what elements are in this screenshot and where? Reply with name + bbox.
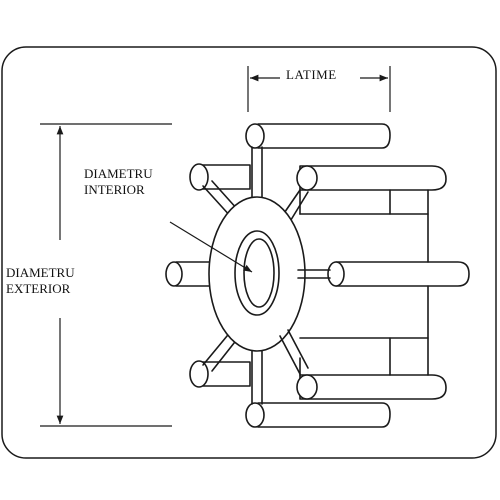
vane-bottom-right [296, 374, 447, 400]
outer-diameter-label-line2: EXTERIOR [6, 281, 71, 296]
inner-diameter-arrow [169, 221, 253, 273]
inner-diameter-label-line2: INTERIOR [84, 182, 145, 197]
inner-diameter-label: DIAMETRU INTERIOR [84, 166, 153, 198]
impeller [165, 123, 470, 428]
vane-right [297, 261, 470, 287]
bore [234, 230, 280, 316]
vane-top [245, 123, 391, 206]
width-label: LATIME [286, 67, 337, 82]
width-dimension [247, 66, 391, 112]
vane-left [165, 261, 213, 287]
vane-bottom [245, 317, 391, 428]
vane-bottom-left [189, 329, 251, 388]
outer-diameter-dimension [40, 123, 172, 427]
outer-diameter-label-line1: DIAMETRU [6, 265, 75, 280]
vane-top-left [189, 163, 251, 219]
outer-diameter-label: DIAMETRU EXTERIOR [6, 265, 75, 297]
vane-top-right [277, 165, 447, 229]
inner-diameter-label-line1: DIAMETRU [84, 166, 153, 181]
diagram-frame [1, 46, 497, 459]
